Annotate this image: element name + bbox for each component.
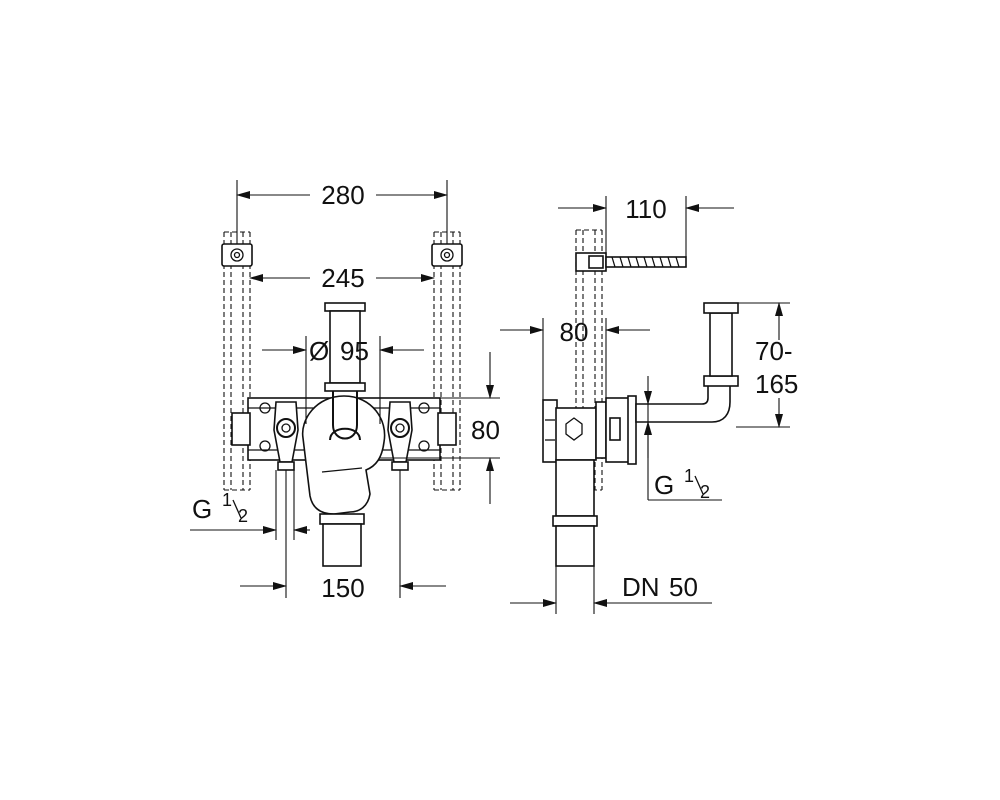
drain-value: 50 [669,572,698,602]
side-connection-pipe [635,302,739,423]
thread-right-main: G [654,470,674,500]
dimension-280: 280 [236,180,448,244]
depth-80-label: 80 [560,317,589,347]
thread-left-sub: 2 [238,506,248,526]
range-line-1: 70- [755,336,793,366]
thread-right-sup: 1 [684,466,694,486]
dimension-245-label: 245 [321,263,364,293]
range-line-2: 165 [755,369,798,399]
thread-label-right: G 1 2 [644,376,722,502]
dimension-150: 150 [240,470,446,603]
front-view: 280 245 Ø 95 80 [190,180,500,603]
diameter-value: 95 [340,336,369,366]
dimension-110-label: 110 [625,194,666,224]
thread-label-left: G 1 2 [190,470,310,540]
dimension-280-label: 280 [321,180,364,210]
dimension-depth-80: 80 [500,317,650,400]
thread-right-sub: 2 [700,482,710,502]
dimension-150-label: 150 [321,573,364,603]
outlet-pipe [319,513,365,567]
diameter-symbol: Ø [309,336,329,366]
dimension-110: 110 [558,194,734,257]
thread-left-main: G [192,494,212,524]
height-80-label: 80 [471,415,500,445]
side-drain-pipe [552,459,598,567]
trap-body [301,395,386,515]
drain-label: DN [622,572,660,602]
mounting-rail-left [223,231,251,491]
side-view: 110 80 70- 165 G 1 2 [500,194,798,614]
side-body [542,395,637,465]
wall-anchor [575,252,687,272]
inlet-pipe [324,302,366,440]
dimension-245: 245 [249,263,435,293]
thread-left-sup: 1 [222,490,232,510]
dimension-height-80: 80 [380,352,500,504]
dimension-dn50: DN 50 [510,566,712,614]
dimension-diameter-95: Ø 95 [262,336,424,424]
top-bracket-left [221,243,253,267]
top-bracket-right [431,243,463,267]
dimension-70-165: 70- 165 [736,302,798,428]
